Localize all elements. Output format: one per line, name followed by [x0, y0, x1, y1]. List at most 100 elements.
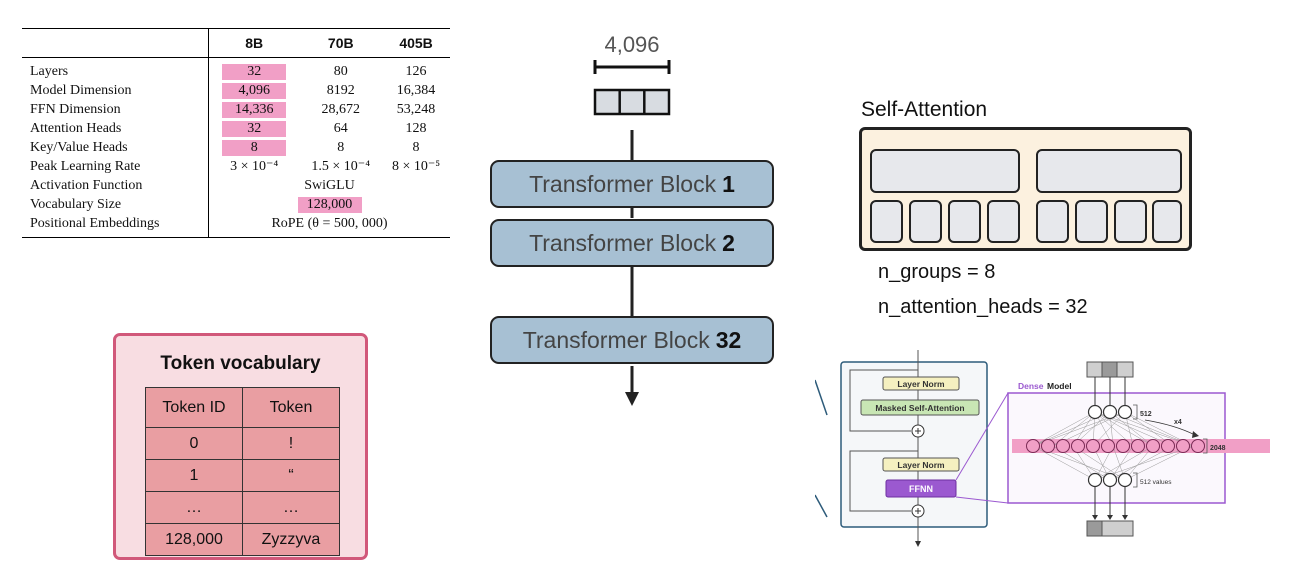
cell-8b: 32 [209, 58, 300, 82]
x4-label: x4 [1174, 419, 1182, 426]
row-label: Activation Function [22, 176, 209, 195]
row-label: Vocabulary Size [22, 195, 209, 214]
layer-norm-1-label: Layer Norm [897, 379, 945, 389]
layer-norm-1 [882, 376, 960, 391]
token: “ [242, 459, 340, 492]
table-row: Activation Function SwiGLU [22, 176, 450, 195]
cell-70b: 28,672 [321, 102, 361, 117]
n-heads-label: n_attention_heads = 32 [878, 296, 1088, 318]
header-70b: 70B [299, 28, 383, 58]
cell-405b: 16,384 [396, 83, 436, 98]
row-label: Key/Value Heads [22, 138, 209, 157]
head-box [909, 200, 942, 243]
dense-model-diagram: Layer Norm Masked Self-Attention Layer N… [815, 350, 1270, 547]
n512-values-label: 512 values [1140, 479, 1172, 486]
token-id: 0 [145, 427, 243, 460]
cell-405b: 8 [412, 140, 420, 155]
block-label: Transformer Block [529, 229, 717, 256]
masked-attn-label: Masked Self-Attention [875, 403, 964, 413]
table-row: Attention Heads 32 64 128 [22, 119, 450, 138]
cell-405b: 53,248 [396, 102, 436, 117]
n2048-label: 2048 [1210, 445, 1226, 452]
highlight: 128,000 [297, 197, 362, 213]
cell-8b: 14,336 [209, 100, 300, 119]
cell-shared: RoPE (θ = 500, 000) [271, 216, 388, 231]
block-label: Transformer Block [522, 326, 710, 353]
cell-shared: SwiGLU [304, 178, 355, 193]
query-group-box [870, 149, 1020, 193]
masked-attn-box [860, 399, 980, 416]
cell-8b: 4,096 [209, 81, 300, 100]
cell-405b: 128 [405, 121, 427, 136]
cell-70b: 1.5 × 10⁻⁴ [311, 159, 371, 174]
n512-label: 512 [1140, 411, 1152, 418]
header-8b: 8B [208, 28, 300, 58]
token: Zyzzyva [242, 523, 340, 556]
cell-70b: 8192 [326, 83, 355, 98]
row-label: Model Dimension [22, 81, 209, 100]
cell-8b: 32 [209, 119, 300, 138]
head-box [1036, 200, 1069, 243]
table-header-row: 8B 70B 405B [22, 28, 450, 58]
header-token-id: Token ID [145, 387, 243, 428]
head-box [1114, 200, 1147, 243]
layer-norm-2 [882, 457, 960, 472]
ffnn-box [885, 479, 957, 498]
highlight: 14,336 [222, 102, 287, 118]
cell-70b: 64 [333, 121, 348, 136]
cell-8b: 3 × 10⁻⁴ [230, 159, 279, 174]
table-row: Peak Learning Rate 3 × 10⁻⁴ 1.5 × 10⁻⁴ 8… [22, 157, 450, 176]
query-group-box [1036, 149, 1182, 193]
header-empty [22, 28, 209, 58]
table-row: 0! [145, 427, 340, 460]
head-box [1075, 200, 1108, 243]
highlight: 32 [222, 121, 287, 137]
table-row: Key/Value Heads 8 8 8 [22, 138, 450, 157]
block-label: Transformer Block [529, 170, 717, 197]
n-groups-label: n_groups = 8 [878, 261, 996, 283]
self-attention-title: Self-Attention [861, 98, 988, 121]
table-row: 1“ [145, 459, 340, 492]
cell-70b: 8 [337, 140, 345, 155]
token-vocabulary-panel: Token vocabulary Token ID Token 0! 1“ ……… [113, 333, 368, 560]
stack-connector-lines [625, 130, 639, 406]
cell-shared: 128,000 [209, 195, 451, 214]
hyperparameter-table: 8B 70B 405B Layers 32 80 126 Model Dimen… [22, 28, 450, 238]
table-row: Layers 32 80 126 [22, 57, 450, 82]
token-id: … [145, 491, 243, 524]
cell-70b: 80 [333, 64, 348, 79]
embedding-vector-icon [593, 60, 671, 116]
self-attention-box [859, 127, 1192, 251]
highlight: 4,096 [222, 83, 287, 99]
vocab-title: Token vocabulary [160, 353, 321, 374]
dense-title-rest: Model [1047, 381, 1072, 391]
token: … [242, 491, 340, 524]
table-row: FFN Dimension 14,336 28,672 53,248 [22, 100, 450, 119]
token-id: 128,000 [145, 523, 243, 556]
table-row: …… [145, 491, 340, 524]
cell-405b: 126 [405, 64, 427, 79]
row-label: Layers [22, 57, 209, 81]
dim-label: 4,096 [604, 32, 660, 57]
cell-405b: 8 × 10⁻⁵ [391, 159, 441, 174]
head-box [987, 200, 1020, 243]
token-id: 1 [145, 459, 243, 492]
dense-title-word: Dense [1018, 381, 1044, 391]
block-number: 32 [715, 326, 742, 353]
head-box [948, 200, 981, 243]
token: ! [242, 427, 340, 460]
table-row: Model Dimension 4,096 8192 16,384 [22, 81, 450, 100]
header-405b: 405B [382, 28, 450, 58]
table-row: Vocabulary Size 128,000 [22, 195, 450, 214]
vocab-header-row: Token ID Token [145, 387, 340, 428]
row-label: Peak Learning Rate [22, 157, 209, 176]
highlight: 8 [222, 140, 287, 156]
layer-norm-2-label: Layer Norm [897, 460, 945, 470]
block-number: 2 [722, 229, 735, 256]
row-label: FFN Dimension [22, 100, 209, 119]
